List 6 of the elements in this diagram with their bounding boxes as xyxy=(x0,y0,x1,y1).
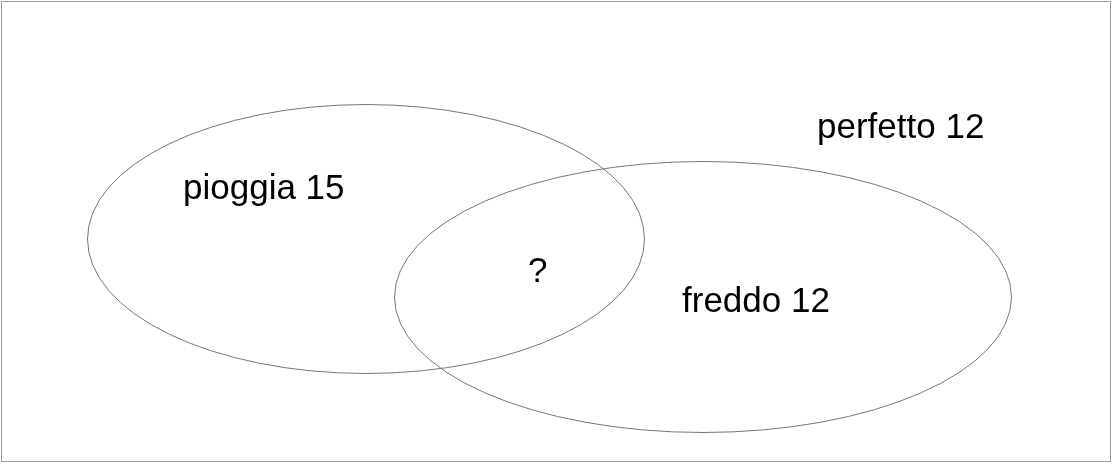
set-label: freddo 12 xyxy=(682,280,830,321)
set-ellipse xyxy=(394,161,1012,433)
set-ellipse xyxy=(87,104,645,374)
set-label: pioggia 15 xyxy=(183,167,345,208)
intersection-label: ? xyxy=(528,250,548,291)
set-label: perfetto 12 xyxy=(817,106,985,147)
